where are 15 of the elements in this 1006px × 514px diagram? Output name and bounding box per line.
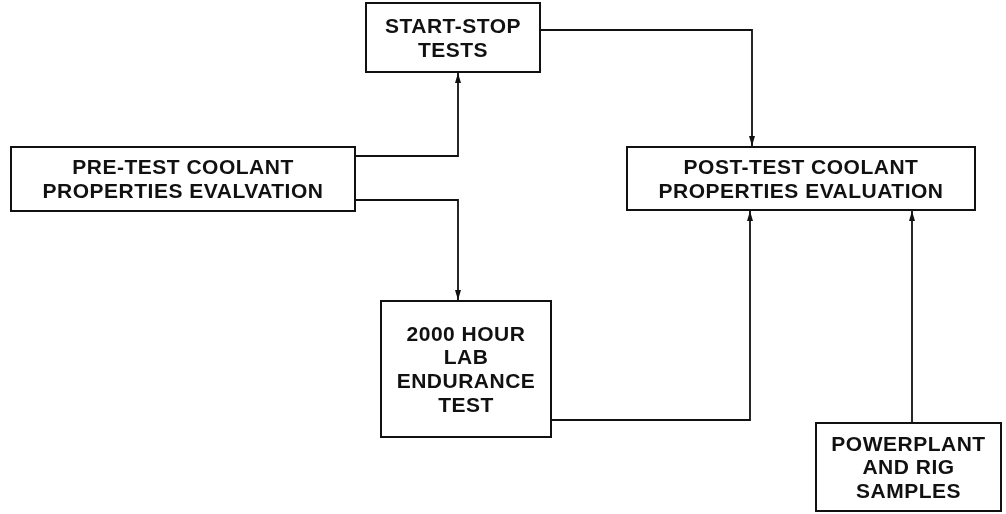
arrow bbox=[355, 72, 461, 157]
box-label: POST-TEST COOLANT PROPERTIES EVALUATION bbox=[657, 155, 945, 202]
box-label: PRE-TEST COOLANT PROPERTIES EVALVATION bbox=[41, 155, 325, 203]
process-box bbox=[380, 300, 552, 438]
box-label: POWERPLANT AND RIG SAMPLES bbox=[830, 431, 987, 503]
arrow bbox=[540, 29, 755, 147]
process-box bbox=[365, 2, 541, 73]
box-label: 2000 HOUR LAB ENDURANCE TEST bbox=[395, 321, 537, 417]
process-box bbox=[10, 146, 356, 212]
arrow bbox=[355, 199, 461, 301]
process-box bbox=[815, 422, 1002, 512]
process-box bbox=[626, 146, 976, 211]
box-label: START-STOP TESTS bbox=[383, 14, 523, 61]
arrow bbox=[909, 210, 915, 423]
arrow bbox=[551, 210, 753, 421]
